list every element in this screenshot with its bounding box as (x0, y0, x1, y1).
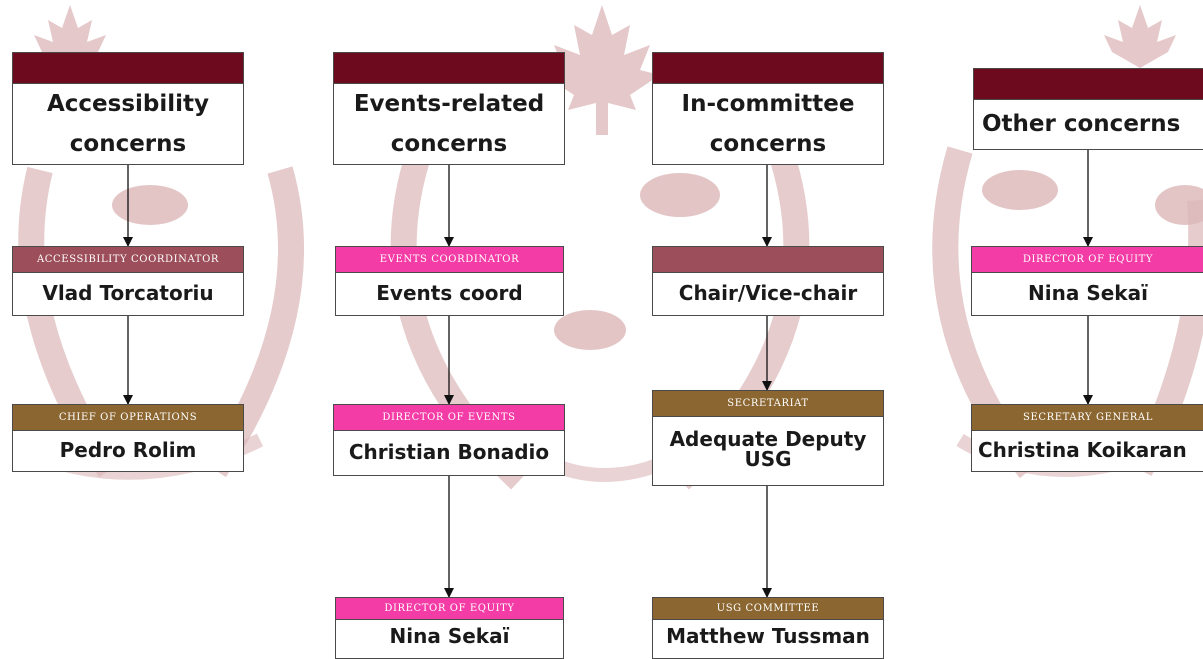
person-name: Pedro Rolim (59, 438, 197, 462)
dove-icon (554, 310, 626, 350)
person-name-line: USG (744, 447, 792, 471)
dove-icon (1155, 185, 1203, 225)
role-label: SECRETARY GENERAL (972, 405, 1203, 431)
person-name: Vlad Torcatoriu (42, 281, 214, 305)
events-related-concerns-header: Events-related concerns (333, 52, 565, 165)
director-of-equity-box: DIRECTOR OF EQUITY Nina Sekaï (971, 246, 1203, 316)
accessibility-concerns-header: Accessibility concerns (12, 52, 244, 165)
role-label: DIRECTOR OF EVENTS (334, 405, 564, 431)
maple-leaf-icon (1104, 5, 1176, 68)
usg-committee-box: USG COMMITTEE Matthew Tussman (652, 597, 884, 659)
dove-icon (112, 185, 188, 225)
header-band (334, 53, 564, 84)
secretary-general-box: SECRETARY GENERAL Christina Koikaran (971, 404, 1203, 472)
header-title-line: concerns (390, 131, 508, 157)
person-name-line: Adequate Deputy (669, 427, 867, 451)
person-name: Events coord (376, 281, 523, 305)
person-name: Christina Koikaran (978, 438, 1187, 462)
role-label: ACCESSIBILITY COORDINATOR (13, 247, 243, 273)
role-label (653, 247, 883, 273)
header-title-line: concerns (709, 131, 827, 157)
role-label: SECRETARIAT (653, 391, 883, 417)
in-committee-concerns-header: In-committee concerns (652, 52, 884, 165)
chief-of-operations-box: CHIEF OF OPERATIONS Pedro Rolim (12, 404, 244, 472)
header-band (974, 69, 1203, 100)
header-band (13, 53, 243, 84)
header-title-line: Accessibility (46, 91, 210, 117)
other-concerns-header: Other concerns (973, 68, 1203, 150)
header-title: Events-related concerns (334, 84, 564, 164)
header-title-line: In-committee (681, 91, 855, 117)
header-title: In-committee concerns (653, 84, 883, 164)
dove-icon (640, 173, 720, 217)
events-coordinator-box: EVENTS COORDINATOR Events coord (335, 246, 564, 316)
accessibility-coordinator-box: ACCESSIBILITY COORDINATOR Vlad Torcatori… (12, 246, 244, 316)
person-name: Matthew Tussman (666, 624, 870, 648)
person-name: Christian Bonadio (348, 440, 550, 464)
person-name: Nina Sekaï (1028, 281, 1148, 305)
header-title-line: Events-related (353, 91, 545, 117)
person-name: Nina Sekaï (389, 624, 510, 648)
role-label: USG COMMITTEE (653, 598, 883, 620)
person-name: Adequate Deputy USG (653, 417, 883, 469)
director-of-events-box: DIRECTOR OF EVENTS Christian Bonadio (333, 404, 565, 476)
secretariat-box: SECRETARIAT Adequate Deputy USG (652, 390, 884, 486)
header-title: Accessibility concerns (13, 84, 243, 164)
dove-icon (982, 170, 1058, 210)
person-name: Chair/Vice-chair (678, 281, 858, 305)
role-label: EVENTS COORDINATOR (336, 247, 563, 273)
header-band (653, 53, 883, 84)
header-title: Other concerns (982, 111, 1181, 137)
chair-vice-chair-box: Chair/Vice-chair (652, 246, 884, 316)
role-label: DIRECTOR OF EQUITY (972, 247, 1203, 273)
director-of-equity-box: DIRECTOR OF EQUITY Nina Sekaï (335, 597, 564, 659)
maple-leaf-icon (544, 5, 660, 135)
role-label: DIRECTOR OF EQUITY (336, 598, 563, 620)
header-title-line: concerns (69, 131, 187, 157)
role-label: CHIEF OF OPERATIONS (13, 405, 243, 431)
